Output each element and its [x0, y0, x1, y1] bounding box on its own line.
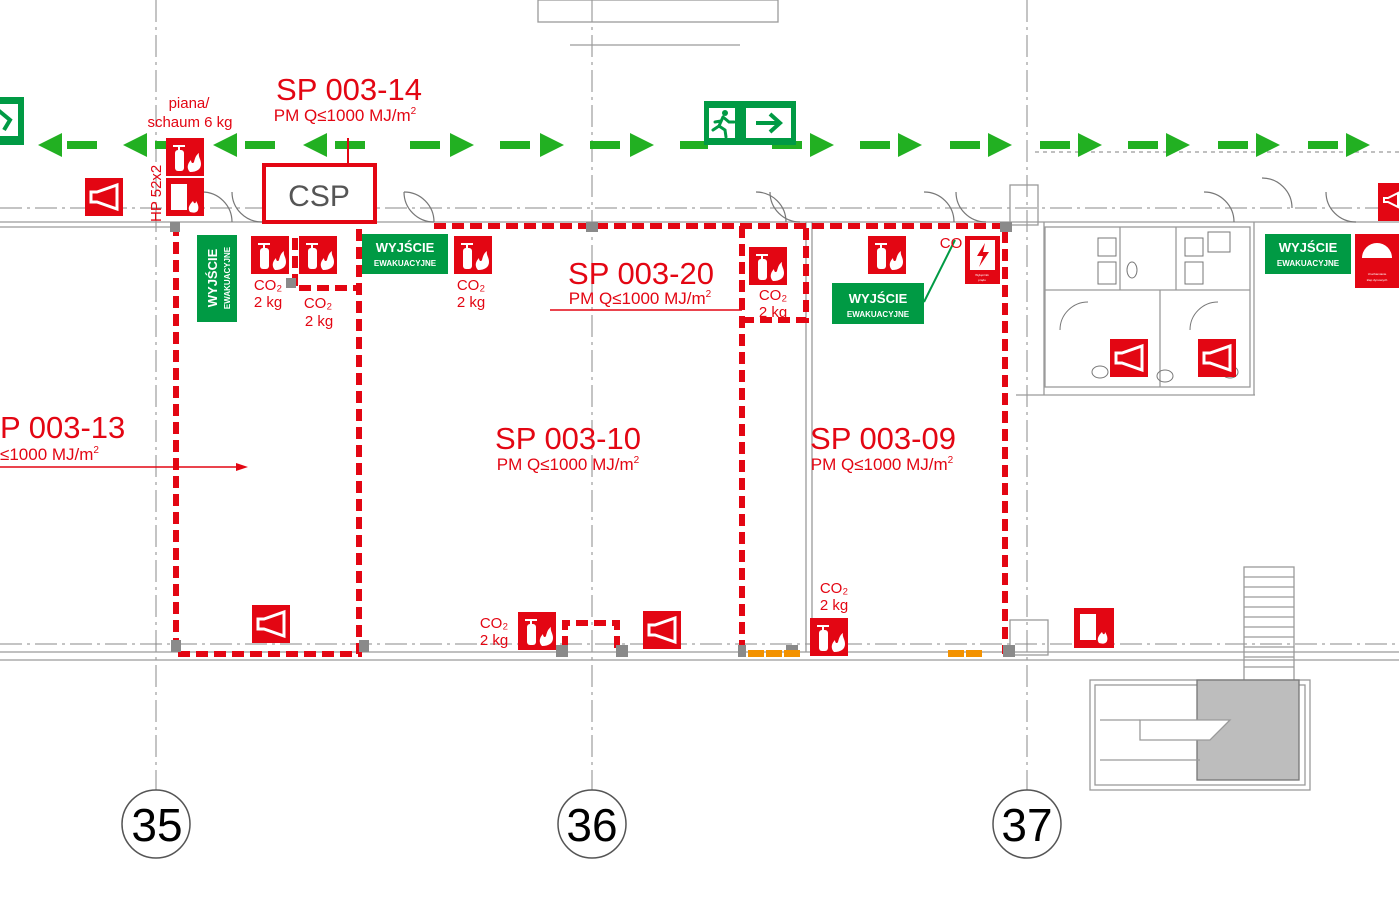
- axis-marker-35: 35: [121, 789, 191, 859]
- exit-sign-line1: WYJŚCIE: [205, 248, 220, 307]
- zone-code: SP 003-09: [810, 421, 956, 456]
- toilet-fixtures: [1059, 231, 1239, 383]
- svg-text:PM Q≤1000 MJ/m2: PM Q≤1000 MJ/m2: [497, 455, 640, 474]
- power-switch-text2: prądu: [978, 278, 986, 282]
- co2-weight: 2 kg: [457, 294, 485, 311]
- zone-label-003-09: SP 003-09 PM Q≤1000 MJ/m2: [810, 421, 956, 474]
- svg-text:PM Q≤1000 MJ/m2: PM Q≤1000 MJ/m2: [274, 106, 417, 125]
- zone-code: P 003-13: [0, 410, 125, 445]
- zone-label-003-14: SP 003-14 PM Q≤1000 MJ/m2: [274, 72, 422, 125]
- horn-icon: [1108, 337, 1150, 379]
- zone-code: SP 003-14: [276, 72, 422, 107]
- zone-label-003-13: P 003-13 ≤1000 MJ/m2: [0, 410, 248, 471]
- co2-label: CO₂: [304, 295, 333, 312]
- zone-pm: PM Q≤1000 MJ/m: [569, 289, 706, 308]
- extinguisher-icon: [165, 137, 205, 177]
- extinguisher-icon: [809, 617, 849, 657]
- electric-bolt-icon: [977, 243, 989, 267]
- extinguisher-icon: [250, 235, 290, 275]
- zone-pm-sup: 2: [93, 445, 99, 456]
- co2-labels: CO₂ 2 kg CO₂ 2 kg CO₂ 2 kg CO₂ 2 kg CO C…: [254, 235, 962, 649]
- co2-weight: 2 kg: [759, 304, 787, 321]
- foam-label-line2: schaum 6 kg: [147, 114, 232, 131]
- csp-label: CSP: [288, 180, 350, 213]
- arrow-right-icon: [756, 112, 783, 134]
- hydrant-label: HP 52x2: [148, 165, 165, 222]
- walls: [0, 0, 1399, 791]
- co2-label: CO₂: [254, 277, 283, 294]
- power-switch-sign: Wyłącznik prądu: [965, 236, 1000, 284]
- horn-icon: [250, 603, 292, 645]
- zone-pm: PM Q≤1000 MJ/m: [497, 455, 634, 474]
- exit-sign-vertical: WYJŚCIE EWAKUACYJNE: [197, 235, 237, 322]
- horn-icon: [83, 176, 125, 218]
- co2-weight: 2 kg: [254, 294, 282, 311]
- zone-pm-sup: 2: [634, 455, 640, 466]
- exit-sign-top-left-clipped: [0, 97, 24, 145]
- co2-label: CO₂: [820, 580, 849, 597]
- column-blocks: [170, 222, 1015, 657]
- exit-sign-line2: EWAKUACYJNE: [1277, 259, 1340, 268]
- fire-alarm-button-icon: [1074, 608, 1114, 648]
- exit-sign-a: WYJŚCIE EWAKUACYJNE: [362, 234, 448, 274]
- zone-code: SP 003-20: [568, 256, 714, 291]
- extinguisher-icon: [298, 235, 338, 275]
- zone-code: SP 003-10: [495, 421, 641, 456]
- zone-label-003-10: SP 003-10 PM Q≤1000 MJ/m2: [495, 421, 641, 474]
- svg-text:≤1000 MJ/m2: ≤1000 MJ/m2: [0, 445, 99, 464]
- co2-label: CO₂: [480, 615, 509, 632]
- exit-sign-line2: EWAKUACYJNE: [374, 259, 437, 268]
- smoke-vent-text1: Uruchamianie: [1368, 272, 1387, 276]
- foam-label-line1: piana/: [169, 95, 211, 112]
- alarm-horn-signs: [83, 176, 1399, 651]
- zone-pm-sup: 2: [411, 106, 417, 117]
- zone-pm: PM Q≤1000 MJ/m: [811, 455, 948, 474]
- exit-sign-line1: WYJŚCIE: [376, 240, 435, 255]
- exit-sign-line1: WYJŚCIE: [849, 291, 908, 306]
- extinguisher-icon: [748, 246, 788, 286]
- co2-weight: 2 kg: [305, 313, 333, 330]
- zone-label-003-20: SP 003-20 PM Q≤1000 MJ/m2: [550, 256, 742, 311]
- extinguisher-icon: [453, 235, 493, 275]
- fire-alarm-button-icon: [166, 178, 204, 216]
- zone-pm: PM Q≤1000 MJ/m: [274, 106, 411, 125]
- svg-text:PM Q≤1000 MJ/m2: PM Q≤1000 MJ/m2: [569, 289, 712, 308]
- exit-sign-c: WYJŚCIE EWAKUACYJNE: [1265, 234, 1351, 274]
- co2-weight: 2 kg: [480, 632, 508, 649]
- horn-icon: [641, 609, 683, 651]
- zone-pm-sup: 2: [706, 289, 712, 300]
- axis-label: 36: [566, 799, 617, 851]
- extinguisher-icon: [867, 235, 907, 275]
- smoke-vent-text2: klap dymowych: [1367, 278, 1388, 282]
- axis-label: 37: [1001, 799, 1052, 851]
- power-switch-text1: Wyłącznik: [975, 273, 989, 277]
- axis-marker-36: 36: [557, 789, 627, 859]
- exit-sign-line1: WYJŚCIE: [1279, 240, 1338, 255]
- fire-flame-icon: [188, 201, 199, 213]
- zone-pm: ≤1000 MJ/m: [0, 445, 93, 464]
- axis-label: 35: [131, 799, 182, 851]
- running-man-icon: [707, 106, 737, 140]
- co2-label: CO₂: [457, 277, 486, 294]
- csp-panel: CSP: [262, 138, 377, 224]
- exit-sign-line2: EWAKUACYJNE: [847, 310, 910, 319]
- horn-icon: [1196, 337, 1238, 379]
- fire-zone-boundaries: [173, 223, 1008, 657]
- axis-marker-37: 37: [992, 789, 1062, 859]
- co2-label: CO₂: [759, 287, 788, 304]
- exit-sign-b: WYJŚCIE EWAKUACYJNE: [832, 239, 956, 324]
- co2-label-clipped: CO: [940, 235, 963, 252]
- orange-markers: [748, 650, 982, 657]
- exit-sign-arrow-right: [704, 101, 796, 145]
- exit-sign-line2: EWAKUACYJNE: [223, 246, 232, 309]
- svg-text:PM Q≤1000 MJ/m2: PM Q≤1000 MJ/m2: [811, 455, 954, 474]
- co2-weight: 2 kg: [820, 597, 848, 614]
- zone-pm-sup: 2: [948, 455, 954, 466]
- extinguisher-icon: [517, 611, 557, 651]
- smoke-vent-cabinet-sign: Uruchamianie klap dymowych: [1355, 234, 1399, 288]
